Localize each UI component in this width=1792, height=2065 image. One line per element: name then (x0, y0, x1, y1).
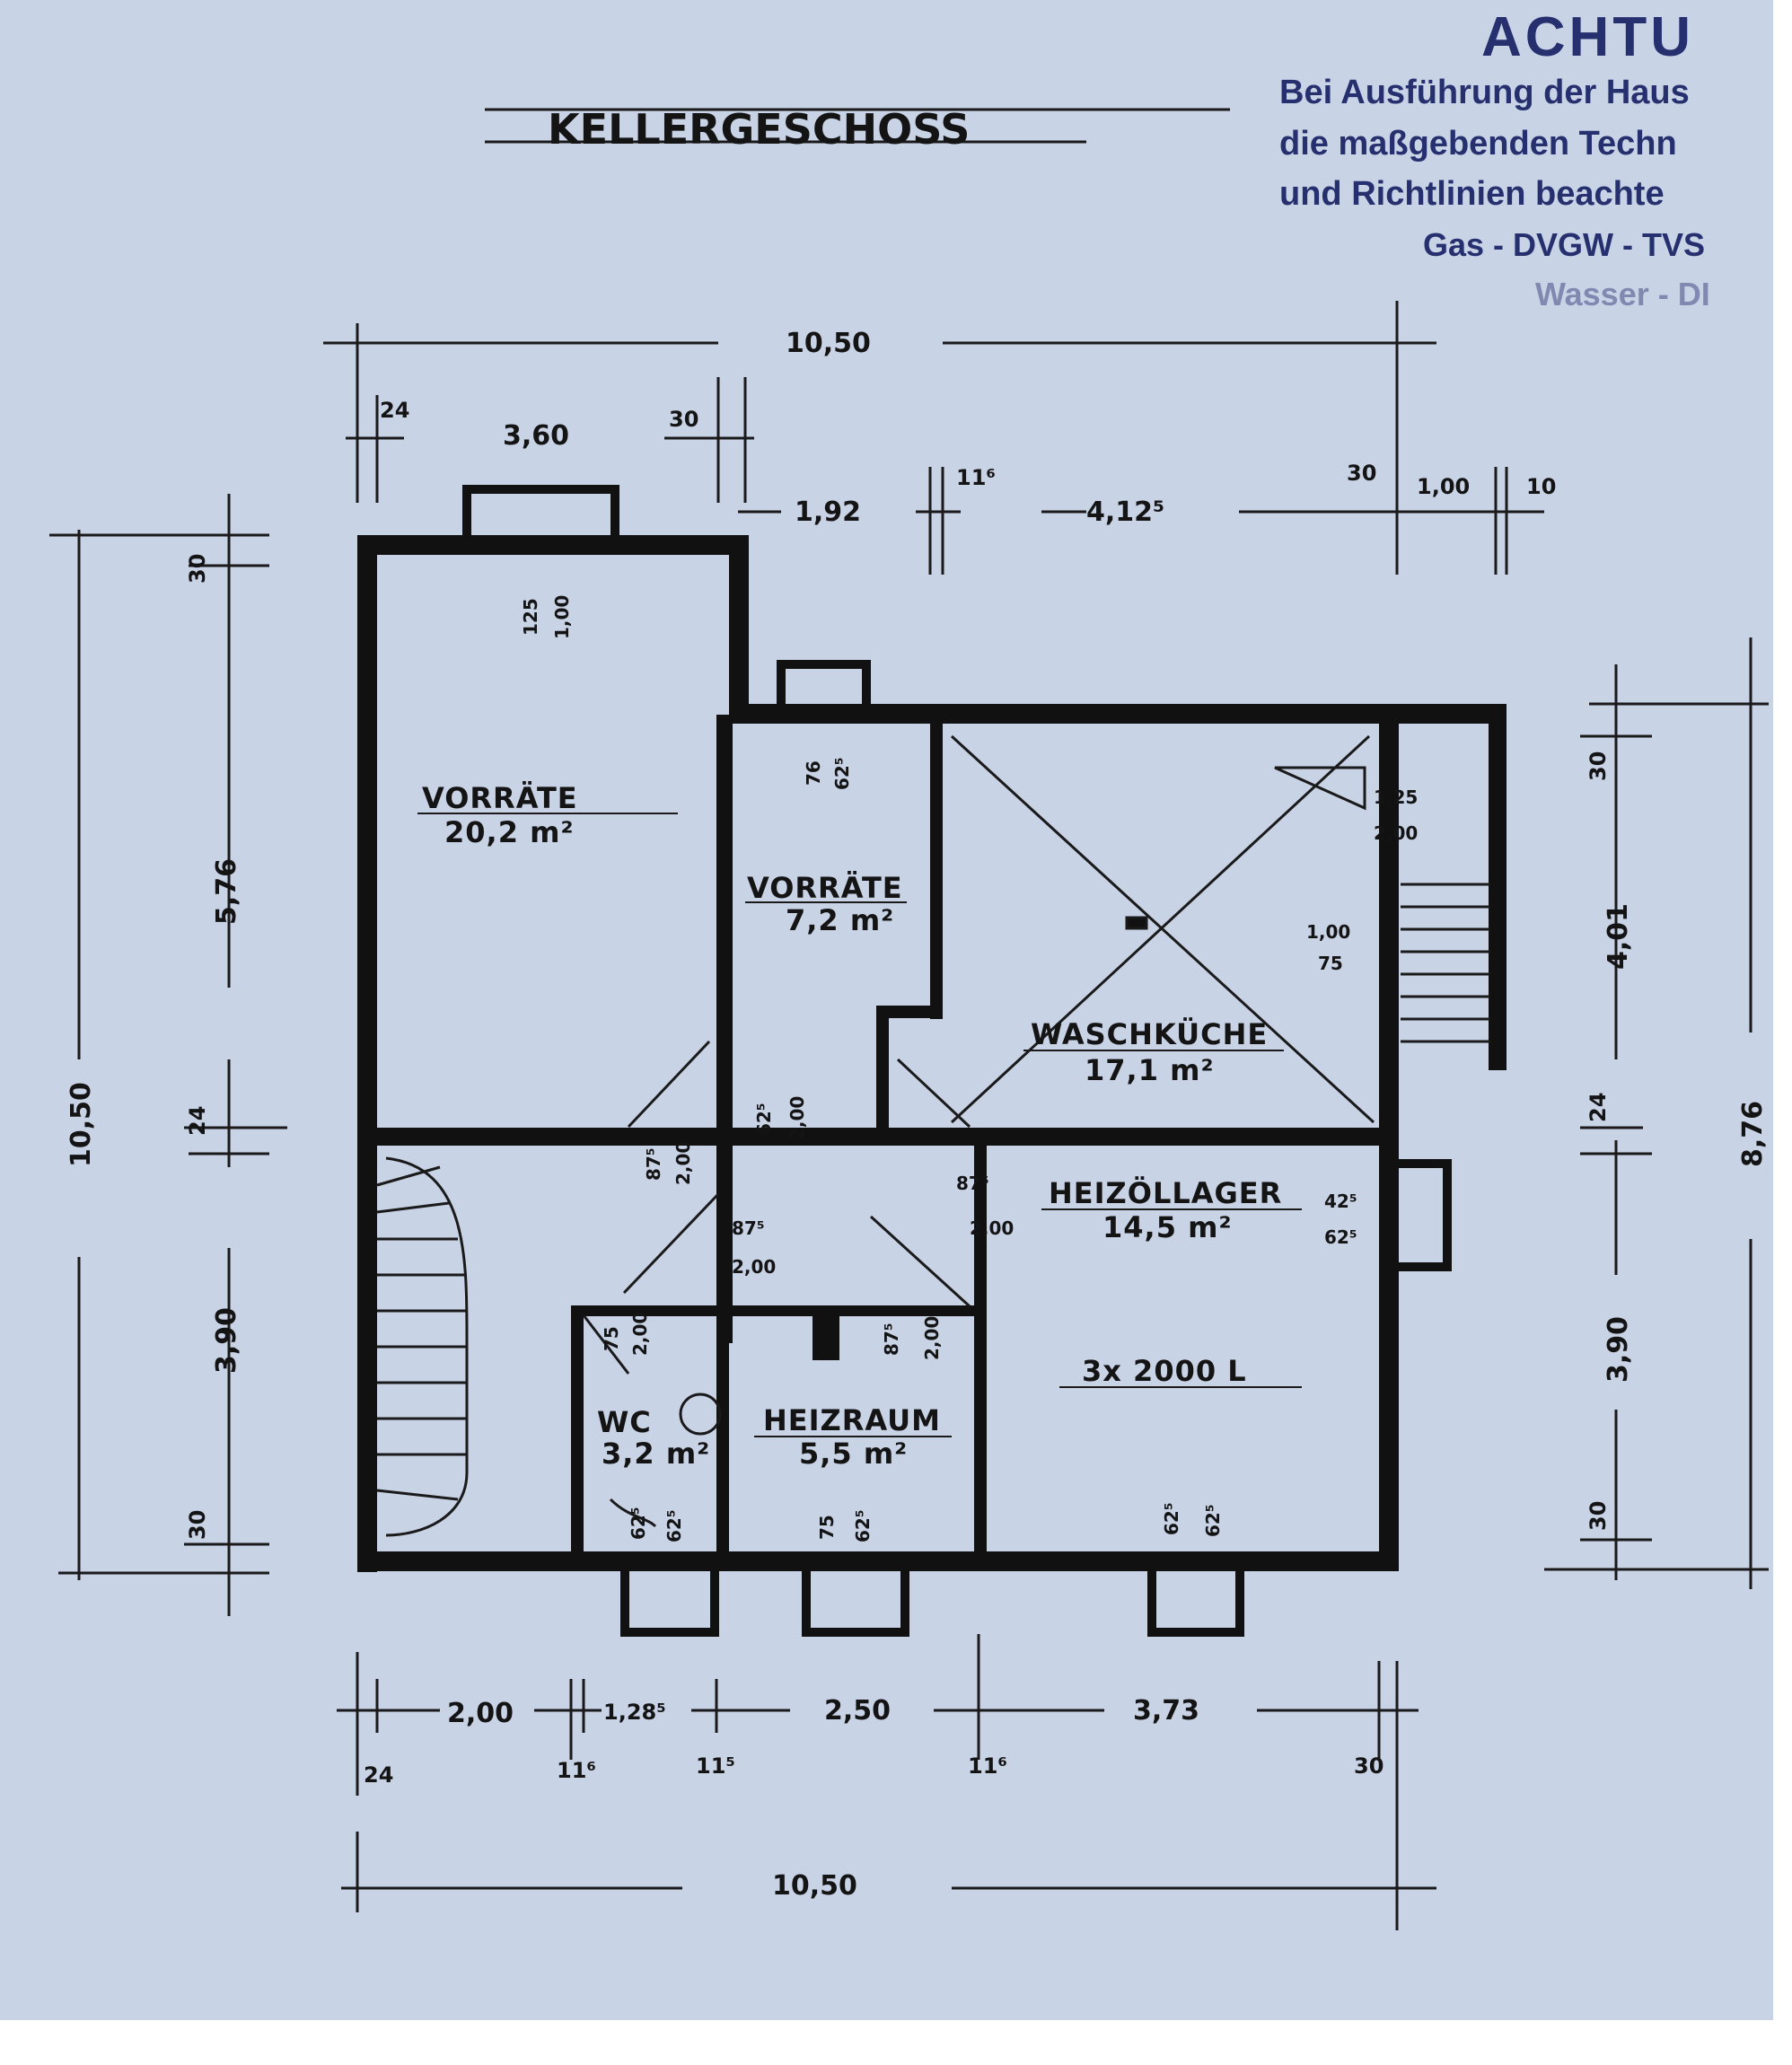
opening-2-bottom: 62⁵ (831, 757, 853, 790)
dim-bottom-30: 30 (1354, 1753, 1384, 1779)
dim-bottom-116b: 11⁶ (968, 1753, 1007, 1779)
opening-5-bottom: 2,00 (672, 1141, 694, 1185)
dim-right-401: 4,01 (1603, 903, 1634, 970)
room-area-vorraete-1: 20,2 m² (444, 815, 574, 849)
room-area-heizraum: 5,5 m² (799, 1437, 908, 1471)
opening-10-bottom: 2,00 (921, 1316, 943, 1360)
room-area-heizoellager: 14,5 m² (1102, 1210, 1232, 1244)
opening-12-bottom: 62⁵ (663, 1509, 685, 1542)
dim-right-30b: 30 (1586, 1501, 1611, 1531)
dim-left-30: 30 (185, 554, 210, 584)
room-name-vorraete-2: VORRÄTE (747, 871, 903, 905)
dim-left-390: 3,90 (211, 1307, 242, 1374)
warning-stamp: ACHTU Bei Ausführung der Haus die maßgeb… (1279, 6, 1710, 312)
opening-4-top: 1,00 (1306, 921, 1350, 943)
opening-5-top: 87⁵ (643, 1147, 664, 1181)
title-block: KELLERGESCHOSS (485, 105, 1230, 154)
dim-left-24: 24 (185, 1106, 210, 1136)
dim-top-30b: 30 (1347, 461, 1376, 486)
opening-10-top: 87⁵ (881, 1322, 902, 1356)
staircase (376, 883, 1490, 1537)
opening-13-bottom: 62⁵ (852, 1509, 874, 1542)
dim-top-24: 24 (380, 398, 409, 423)
room-name-waschkueche: WASCHKÜCHE (1031, 1017, 1268, 1051)
dim-top-total: 10,50 (786, 328, 871, 359)
room-area-vorraete-2: 7,2 m² (786, 903, 894, 937)
stamp-line-5: Wasser - DI (1535, 276, 1710, 312)
opening-labels: 125 1,00 76 62⁵ 1,25 2,00 1,00 75 87⁵ 2,… (520, 595, 1418, 1542)
dim-bottom-200: 2,00 (447, 1698, 514, 1729)
dim-bottom-116: 11⁶ (557, 1758, 596, 1783)
dim-bottom-250: 2,50 (824, 1695, 891, 1727)
opening-1-bottom: 1,00 (551, 595, 573, 639)
dim-top-360: 3,60 (503, 420, 569, 452)
opening-14-bottom: 62⁵ (1202, 1504, 1224, 1537)
opening-3-top: 1,25 (1374, 786, 1418, 808)
room-name-wc: WC (597, 1405, 652, 1439)
opening-9-bottom: 62⁵ (1324, 1226, 1357, 1248)
dim-bottom-373: 3,73 (1133, 1695, 1199, 1727)
opening-13-top: 75 (816, 1515, 838, 1540)
heizoellager-tank-note: 3x 2000 L (1082, 1354, 1247, 1388)
dim-left-576: 5,76 (211, 858, 242, 925)
dimension-lines (49, 301, 1769, 1930)
opening-2-top: 76 (803, 760, 824, 786)
dim-top-4125: 4,12⁵ (1086, 496, 1164, 528)
opening-1-top: 125 (520, 598, 541, 636)
dimension-labels: 10,50 10,50 10,50 8,76 24 3,60 30 1,92 1… (66, 328, 1769, 1902)
dim-top-100: 1,00 (1417, 474, 1470, 499)
room-area-wc: 3,2 m² (602, 1437, 710, 1471)
stamp-line-4: Gas - DVGW - TVS (1423, 226, 1705, 263)
room-labels: VORRÄTE 20,2 m² VORRÄTE 7,2 m² WASCHKÜCH… (417, 781, 1302, 1471)
opening-4-bottom: 75 (1318, 953, 1343, 974)
opening-14-top: 62⁵ (1161, 1502, 1182, 1535)
dim-left-total: 10,50 (66, 1082, 97, 1167)
swing-lines (582, 734, 1375, 1528)
stamp-line-2: die maßgebenden Techn (1279, 125, 1677, 163)
opening-8-bottom: 2,00 (970, 1217, 1014, 1239)
dim-right-30: 30 (1586, 751, 1611, 781)
opening-11-top: 75 (601, 1326, 622, 1351)
walls (357, 485, 1507, 1637)
drawing-title: KELLERGESCHOSS (548, 105, 970, 154)
opening-6-bottom: 2,00 (786, 1096, 808, 1140)
dim-right-total: 8,76 (1737, 1101, 1769, 1167)
room-area-waschkueche: 17,1 m² (1085, 1053, 1214, 1087)
dim-top-30: 30 (669, 407, 698, 432)
dim-right-390: 3,90 (1603, 1316, 1634, 1383)
dim-top-10: 10 (1526, 474, 1556, 499)
opening-9-top: 42⁵ (1324, 1191, 1357, 1212)
opening-7-bottom: 2,00 (732, 1256, 776, 1278)
dim-bottom-total: 10,50 (772, 1870, 857, 1902)
opening-8-top: 87⁵ (956, 1173, 989, 1194)
dim-bottom-115: 11⁵ (696, 1753, 735, 1779)
dim-left-30b: 30 (185, 1510, 210, 1540)
dim-top-116: 11⁶ (956, 465, 996, 490)
stamp-heading: ACHTU (1481, 6, 1694, 68)
dim-bottom-1285: 1,28⁵ (603, 1700, 666, 1725)
stamp-line-3: und Richtlinien beachte (1279, 175, 1665, 213)
dim-bottom-24: 24 (364, 1762, 393, 1788)
opening-3-bottom: 2,00 (1374, 822, 1418, 844)
dim-top-192: 1,92 (795, 496, 861, 528)
stamp-line-1: Bei Ausführung der Haus (1279, 74, 1690, 111)
room-name-heizraum: HEIZRAUM (763, 1403, 941, 1437)
dim-right-24: 24 (1586, 1093, 1611, 1122)
opening-6-top: 62⁵ (753, 1103, 775, 1136)
opening-12-top: 62⁵ (628, 1507, 649, 1540)
opening-7-top: 87⁵ (732, 1217, 765, 1239)
room-name-heizoellager: HEIZÖLLAGER (1049, 1176, 1282, 1210)
opening-11-bottom: 2,00 (629, 1312, 651, 1356)
room-name-vorraete-1: VORRÄTE (422, 781, 578, 815)
